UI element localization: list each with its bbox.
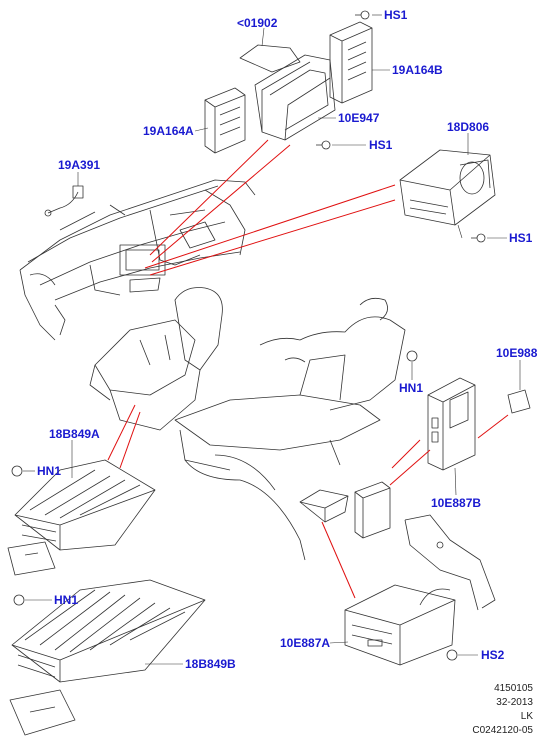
- callout-19a164a: 19A164A: [143, 124, 194, 138]
- plate-10e988-drawing: [507, 389, 531, 414]
- bracket-a-drawing: [7, 541, 56, 576]
- callout-01902: <01902: [237, 16, 278, 30]
- callout-hs1-top: HS1: [384, 8, 408, 22]
- module-19a164a-drawing: [204, 87, 246, 154]
- fastener-hs1-top: [355, 10, 370, 20]
- dashboard-drawing: [19, 179, 256, 341]
- module-19a164b-drawing: [329, 21, 373, 104]
- fastener-hs2: [446, 649, 458, 661]
- callout-10e947: 10E947: [338, 111, 380, 125]
- connector-block-drawing: [299, 489, 349, 523]
- cover-01902-drawing: [239, 44, 301, 73]
- unit-10e887a-drawing: [344, 584, 456, 666]
- callout-hs1-right: HS1: [509, 231, 533, 245]
- callout-10e887a: 10E887A: [280, 636, 331, 650]
- module-10e887b-drawing: [427, 377, 476, 471]
- amplifier-18b849b-drawing: [11, 579, 206, 683]
- fastener-hn1-right: [406, 350, 418, 362]
- fastener-hs1-right: [471, 233, 486, 243]
- front-seat-drawing: [89, 287, 223, 431]
- callout-19a164b: 19A164B: [392, 63, 443, 77]
- footer-reference-number: 4150105: [494, 683, 533, 694]
- bracket-right-drawing: [404, 514, 496, 611]
- fastener-hs1-mid: [316, 140, 331, 150]
- unit-18d806-drawing: [399, 149, 496, 226]
- callout-hn1-lower: HN1: [54, 593, 79, 607]
- callout-leader-lines: [23, 14, 521, 665]
- footer-date: 32-2013: [496, 697, 533, 708]
- callout-18d806: 18D806: [447, 120, 490, 134]
- callout-hs2: HS2: [481, 648, 505, 662]
- rear-seat-drawing: [174, 297, 406, 561]
- callout-18b849b: 18B849B: [185, 657, 236, 671]
- callout-hn1-left: HN1: [37, 464, 62, 478]
- fastener-hn1-left: [11, 465, 23, 477]
- red-leader-lines: [107, 139, 509, 599]
- callout-hs1-mid: HS1: [369, 138, 393, 152]
- callout-19a391: 19A391: [58, 158, 101, 172]
- callout-18b849a: 18B849A: [49, 427, 100, 441]
- module-small-drawing: [354, 481, 391, 539]
- callout-hn1-right: HN1: [399, 381, 424, 395]
- display-module-drawing: [254, 54, 336, 141]
- amplifier-18b849a-drawing: [14, 459, 156, 551]
- footer-illustration-code: C0242120-05: [472, 725, 533, 736]
- callout-10e988: 10E988: [496, 346, 538, 360]
- fastener-hn1-lower: [13, 594, 25, 606]
- callout-10e887b: 10E887B: [431, 496, 482, 510]
- sensor-19a391-drawing: [44, 185, 84, 217]
- bracket-b-drawing: [9, 689, 76, 736]
- footer-model-code: LK: [520, 711, 533, 722]
